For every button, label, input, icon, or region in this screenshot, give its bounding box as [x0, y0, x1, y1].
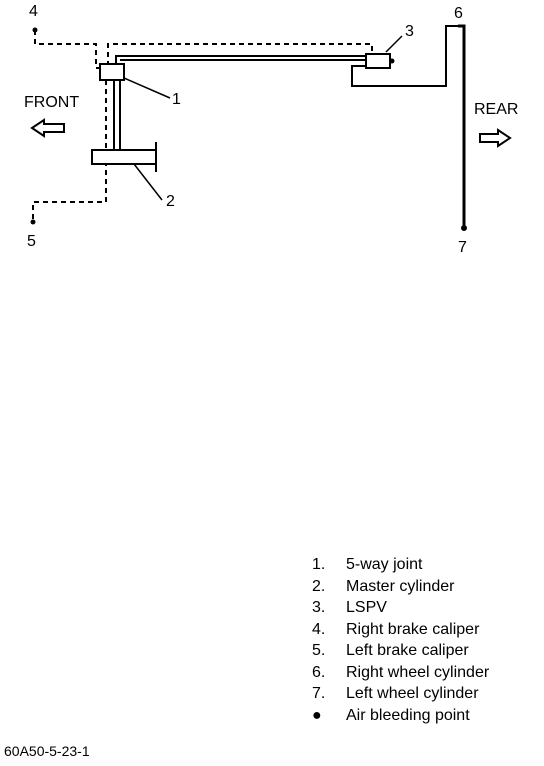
line-lspv-to-rear	[351, 25, 458, 87]
callout-2: 2	[166, 193, 175, 210]
callout-5: 5	[27, 233, 36, 250]
bleed-point-left-wheel-cylinder	[461, 225, 467, 231]
callout-1: 1	[172, 91, 181, 108]
lspv-bleed-point-dot	[389, 58, 395, 64]
legend-item: 3.LSPV	[312, 599, 387, 616]
callout-4: 4	[29, 3, 38, 20]
legend-item: 4.Right brake caliper	[312, 620, 480, 638]
five-way-joint	[99, 63, 125, 81]
legend: 1.5-way joint 2.Master cylinder 3.LSPV 4…	[312, 554, 489, 726]
legend-item-bleed: ● Air bleeding point	[312, 705, 489, 727]
brake-line-diagram	[30, 24, 512, 231]
legend-item: 1.5-way joint	[312, 556, 423, 573]
bleed-dot-icon: ●	[312, 706, 322, 724]
line-to-right-brake-caliper	[34, 30, 102, 69]
callout-7: 7	[458, 239, 467, 256]
line-master-to-joint	[113, 80, 121, 152]
bleed-point-right-caliper	[32, 27, 38, 33]
front-arrow-icon	[30, 118, 65, 138]
lspv-valve	[365, 53, 391, 69]
line-joint-to-lspv-solid	[115, 55, 368, 68]
bleed-point-left-caliper	[30, 219, 36, 225]
line-joint-to-lspv-dashed	[107, 43, 373, 66]
leader-3	[385, 35, 403, 53]
callout-6: 6	[454, 5, 463, 22]
legend-item: 5.Left brake caliper	[312, 642, 469, 659]
figure-code: 60A50-5-23-1	[4, 743, 90, 759]
front-label: FRONT	[24, 94, 80, 111]
leader-1	[123, 77, 171, 99]
rear-axle-line	[458, 24, 466, 228]
rear-arrow-icon	[479, 128, 512, 148]
legend-item: 6.Right wheel cylinder	[312, 663, 490, 681]
leader-2	[133, 163, 163, 201]
callout-3: 3	[405, 23, 414, 40]
legend-item: 7.Left wheel cylinder	[312, 685, 479, 702]
master-cylinder	[91, 142, 157, 172]
legend-item: 2.Master cylinder	[312, 577, 455, 595]
rear-label: REAR	[474, 101, 519, 118]
